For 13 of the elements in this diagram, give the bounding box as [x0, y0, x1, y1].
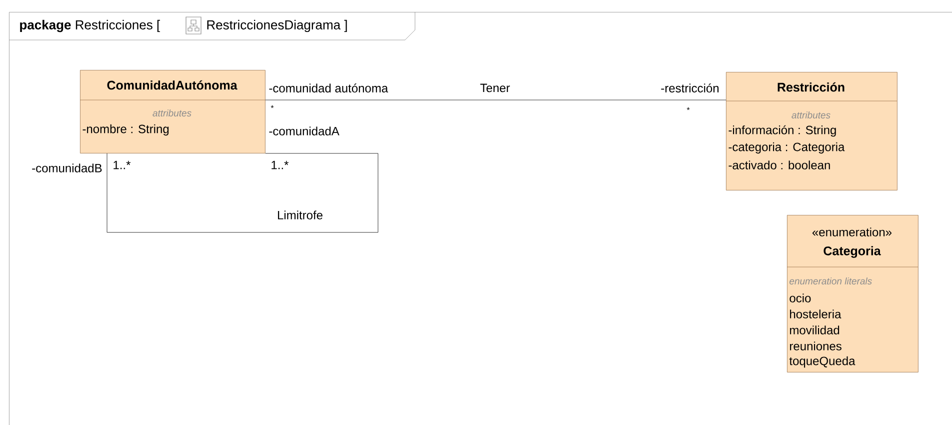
multiplicity: 1..*	[270, 160, 290, 170]
multiplicity: *	[686, 106, 690, 114]
class-box: Restricción attributes -información : String -categoria : Categoria -activado : boolean	[726, 72, 898, 190]
role-name: -comunidadB	[31, 163, 103, 173]
multiplicity: 1..*	[112, 160, 132, 170]
association-line	[106, 153, 378, 233]
multiplicity: *	[270, 104, 274, 112]
class-box: ComunidadAutónoma attributes -nombre : String	[80, 70, 266, 154]
edge-label: Limitrofe	[276, 210, 324, 220]
role-name: -comunidad autónoma	[268, 83, 389, 93]
enumeration-box: «enumeration» Categoria enumeration literals ocio hosteleria movilidad reuniones toqueQueda	[786, 215, 918, 372]
edge-label: Tener	[479, 82, 512, 94]
role-name: -restricción	[660, 83, 720, 93]
